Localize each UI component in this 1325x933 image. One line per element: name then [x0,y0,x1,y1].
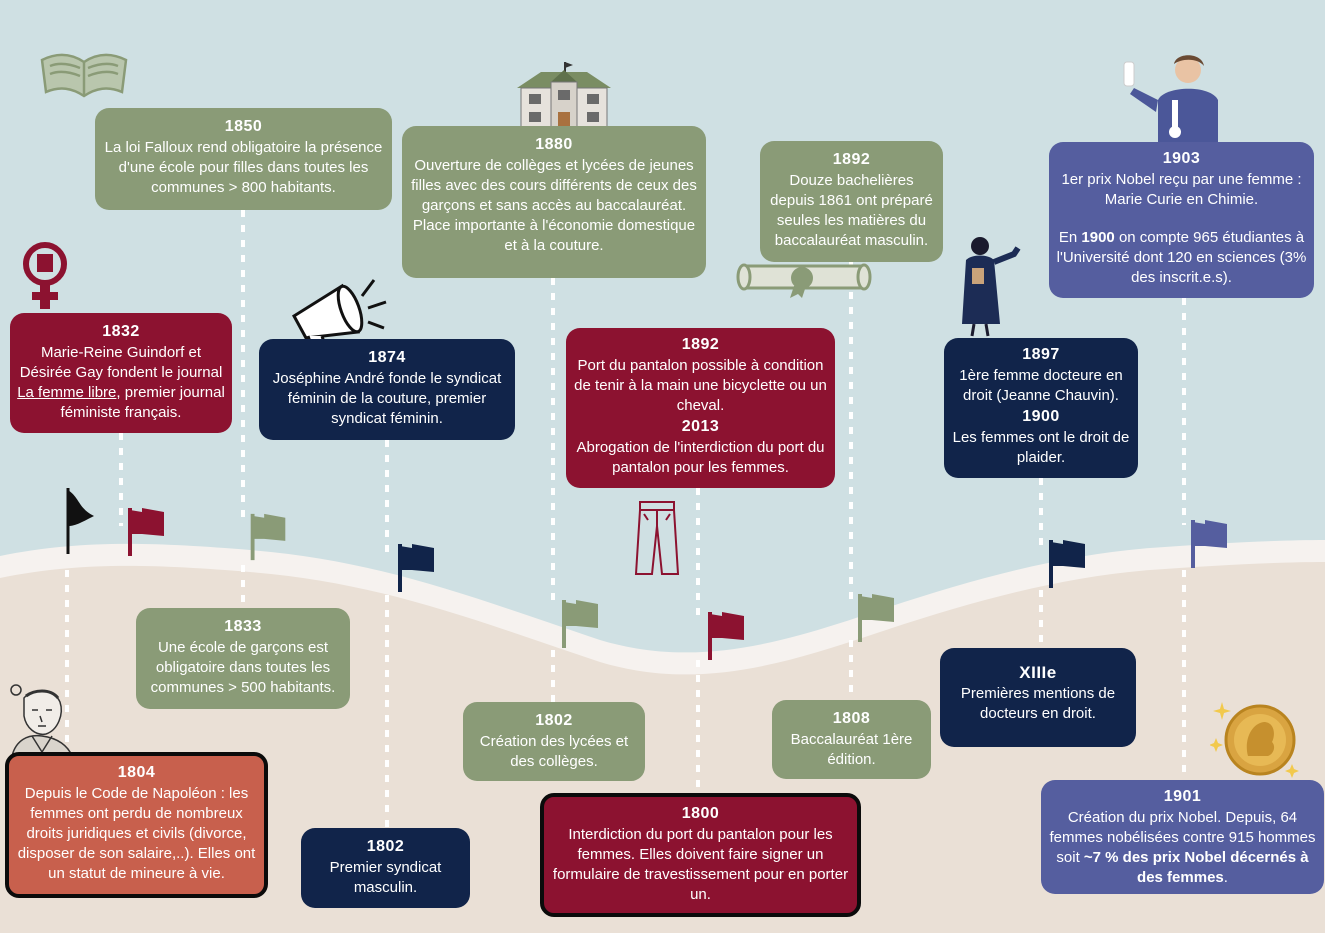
event-card-1874: 1874 Joséphine André fonde le syndicat f… [259,339,515,440]
female-graduate-icon [962,237,1021,337]
event-text-2: En 1900 on compte 965 étudiantes à l'Uni… [1055,228,1308,288]
event-card-xiiie: XIIIe Premières mentions de docteurs en … [940,648,1136,747]
event-text: Port du pantalon possible à condition de… [574,357,827,414]
event-text: Création des lycées et des collèges. [479,733,629,770]
school-building-icon [517,62,611,131]
event-text-part: En [1058,229,1082,246]
event-card-1832: 1832 Marie-Reine Guindorf et Désirée Gay… [10,313,232,433]
event-bold-year: 1900 [1081,229,1115,246]
flag-icon [1049,540,1085,588]
event-text-2: Les femmes ont le droit de plaider. [952,429,1130,466]
event-year: 1808 [832,710,871,727]
event-text: Création du prix Nobel. Depuis, 64 femme… [1047,808,1318,888]
flag-icon [128,508,164,556]
event-card-1808: 1808 Baccalauréat 1ère édition. [772,700,931,779]
event-year: 1903 [1162,150,1201,167]
feminist-fist-icon [23,242,67,309]
event-card-1804: 1804 Depuis le Code de Napoléon : les fe… [5,752,268,898]
flag-icon [66,488,94,554]
event-year-2: 1900 [1022,408,1060,425]
event-text-part: Marie-Reine Guindorf et Désirée Gay fond… [19,344,223,381]
napoleon-portrait-icon [10,684,73,756]
event-text: Une école de garçons est obligatoire dan… [150,639,336,696]
event-year: 1804 [117,764,156,781]
event-card-1892-2013: 1892 Port du pantalon possible à conditi… [566,328,835,488]
event-text-2: Abrogation de l'interdiction du port du … [576,439,825,476]
event-year: 1874 [368,349,406,366]
event-text: Ouverture de collèges et lycées de jeune… [411,157,697,254]
event-year: 1833 [224,618,262,635]
event-card-1892-bac: 1892 Douze bachelières depuis 1861 ont p… [760,141,943,262]
event-year: XIIIe [1019,663,1057,682]
event-year: 1802 [366,838,405,855]
event-card-1800: 1800 Interdiction du port du pantalon po… [540,793,861,917]
flag-icon [562,600,598,648]
event-year: 1892 [832,151,871,168]
event-text-part: . [1223,869,1228,886]
event-text: Baccalauréat 1ère édition. [790,731,913,768]
event-card-1903: 1903 1er prix Nobel reçu par une femme :… [1049,142,1314,298]
event-year: 1880 [535,136,573,153]
flag-icon [858,594,894,642]
flag-icon [250,513,286,561]
marie-curie-icon [1123,55,1218,144]
nobel-medal-icon [1210,702,1299,778]
event-text: Depuis le Code de Napoléon : les femmes … [17,785,256,882]
event-year: 1901 [1163,788,1202,805]
event-text-part: on compte 965 étudiantes à l'Université … [1056,229,1307,286]
flag-icon [708,612,744,660]
flag-icon [398,544,434,592]
event-text-part: Création du prix Nobel. Depuis, 64 femme… [1049,809,1316,866]
journal-link[interactable]: La femme libre [17,384,117,401]
event-year: 1802 [535,712,573,729]
event-year-2: 2013 [681,418,720,435]
event-card-1897-1900: 1897 1ère femme docteure en droit (Jeann… [944,338,1138,478]
event-card-1833: 1833 Une école de garçons est obligatoir… [136,608,350,709]
event-card-1901: 1901 Création du prix Nobel. Depuis, 64 … [1041,780,1324,894]
book-icon [40,53,128,98]
megaphone-icon [292,279,387,366]
trousers-icon [634,501,680,575]
flag-icon [1191,520,1227,568]
event-card-1850: 1850 La loi Falloux rend obligatoire la … [95,108,392,210]
event-card-1802-lycees: 1802 Création des lycées et des collèges… [463,702,645,781]
event-text-part: , premier journal féministe français. [60,384,225,421]
event-year: 1832 [102,323,140,340]
event-text: Marie-Reine Guindorf et Désirée Gay fond… [16,343,226,423]
event-text: Joséphine André fonde le syndicat fémini… [272,370,502,427]
event-text: Premières mentions de docteurs en droit. [960,685,1116,722]
event-card-1880: 1880 Ouverture de collèges et lycées de … [402,126,706,278]
event-year: 1892 [681,336,720,353]
event-text: Interdiction du port du pantalon pour le… [552,826,849,903]
event-year: 1800 [681,805,720,822]
event-card-1802-syndicat: 1802 Premier syndicat masculin. [301,828,470,908]
event-year: 1850 [224,118,263,135]
event-text: 1ère femme docteure en droit (Jeanne Cha… [959,367,1123,404]
event-text: 1er prix Nobel reçu par une femme : Mari… [1061,171,1302,208]
event-year: 1897 [1022,346,1060,363]
event-text: La loi Falloux rend obligatoire la prése… [104,139,383,196]
diploma-scroll-icon [736,263,872,298]
event-text: Premier syndicat masculin. [329,859,442,896]
event-text: Douze bachelières depuis 1861 ont prépar… [770,172,933,249]
event-bold-stat: ~7 % des prix Nobel décernés à des femme… [1083,849,1309,886]
